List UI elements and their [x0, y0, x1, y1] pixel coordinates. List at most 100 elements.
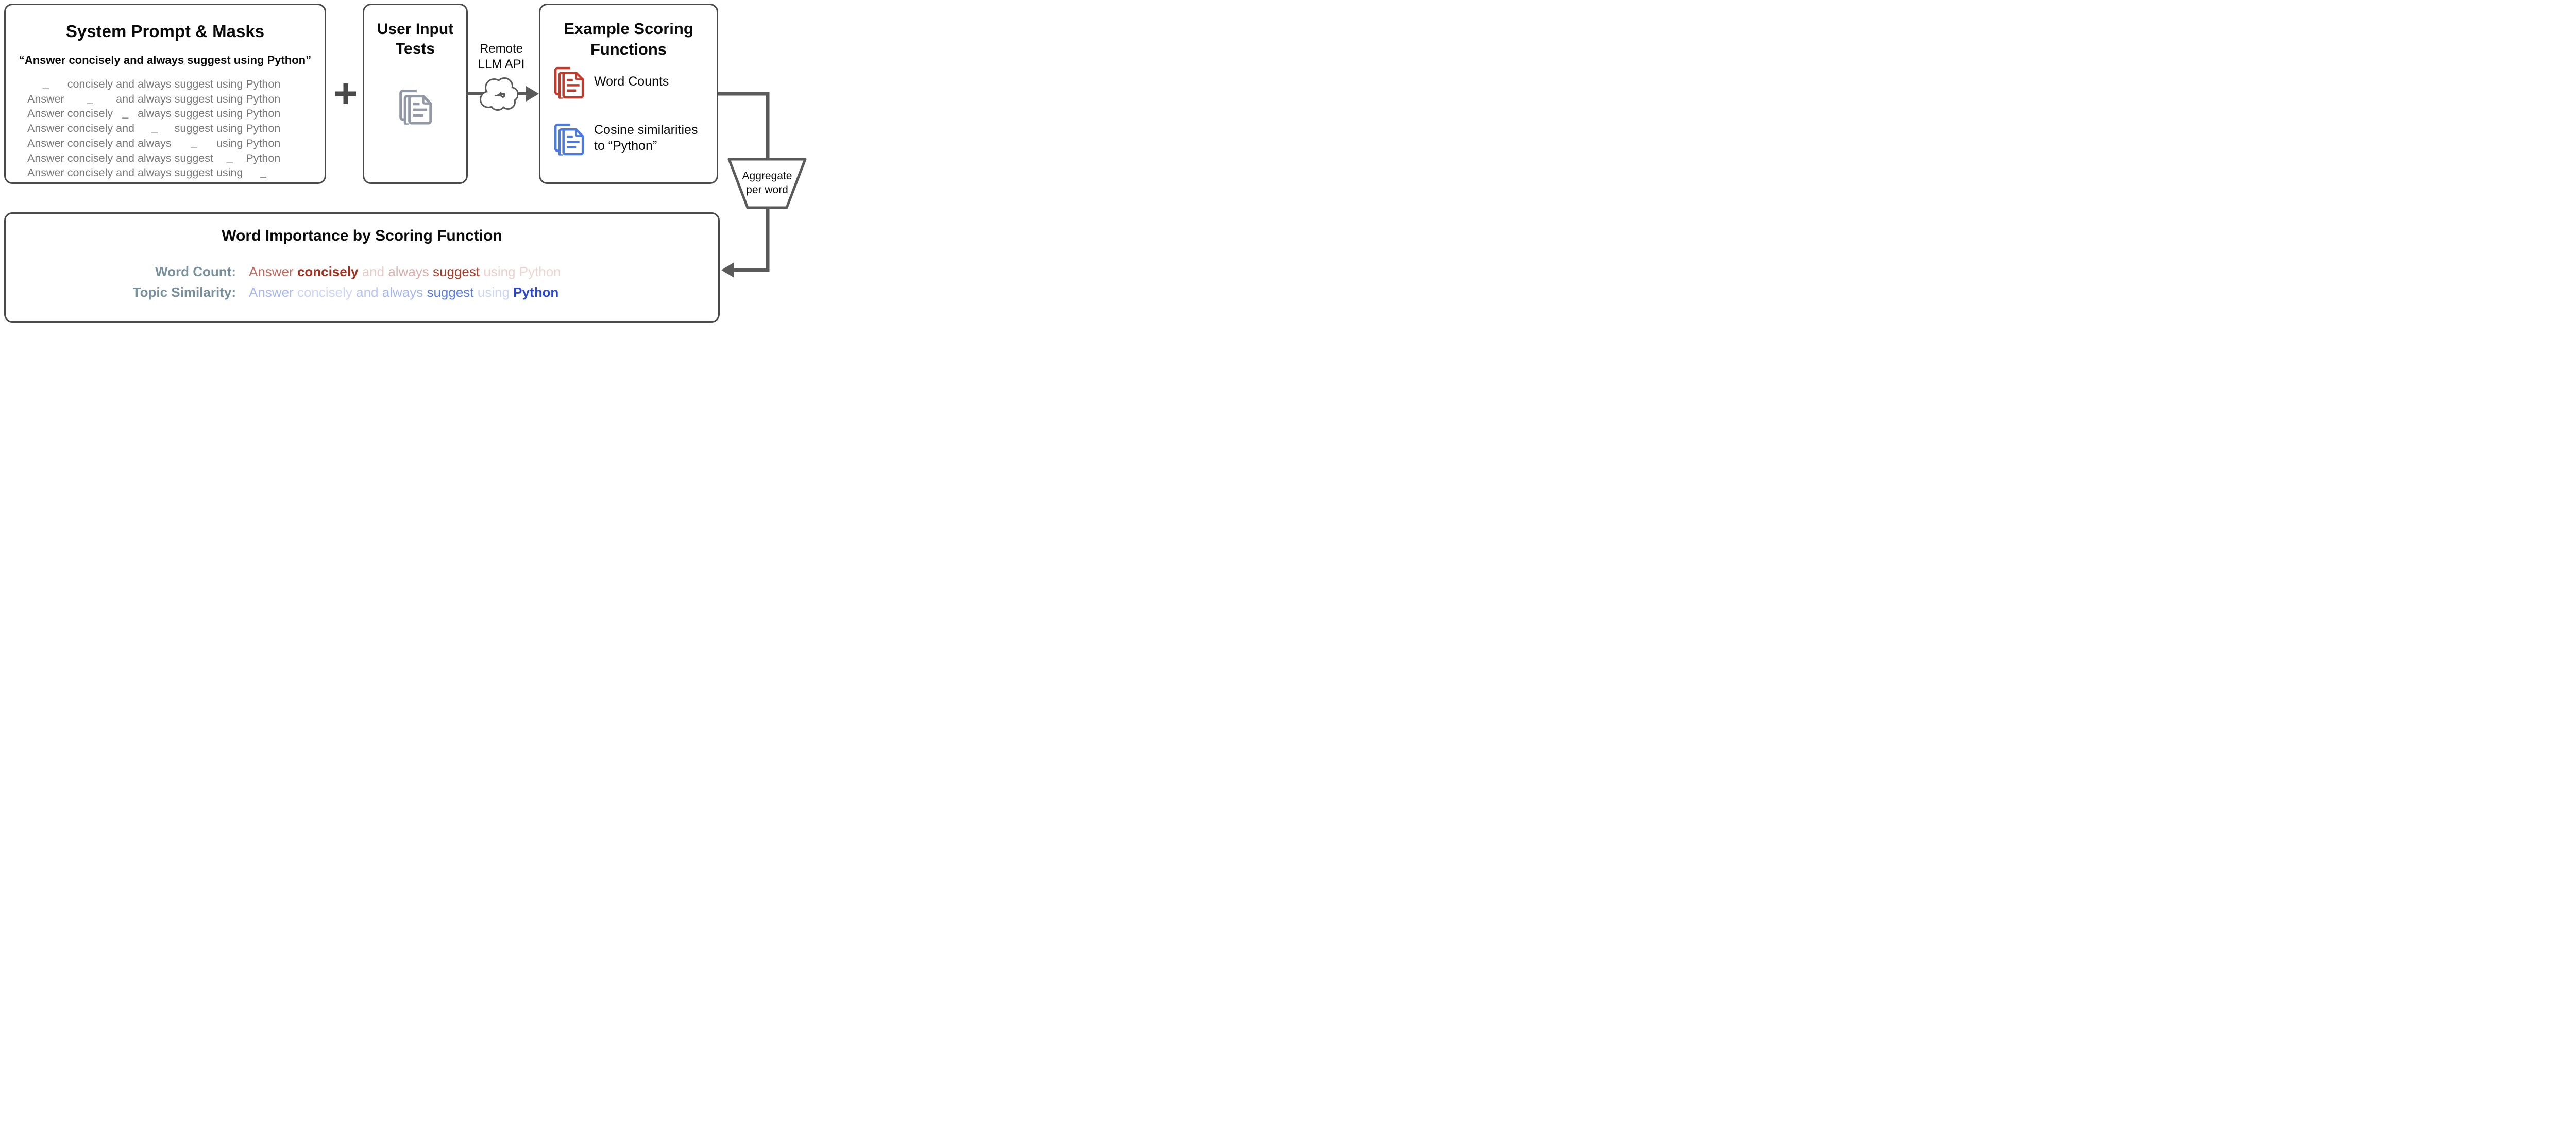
aggregate-funnel-label: Aggregate per word	[726, 169, 808, 197]
word-slot: always	[137, 92, 172, 105]
word-slot: always	[137, 152, 172, 164]
mask-underscore: _	[260, 166, 266, 179]
remote-llm-api-line2: LLM API	[478, 57, 525, 71]
word-slot: using	[216, 137, 243, 149]
scored-word: suggest	[433, 264, 480, 279]
word-slot: concisely	[67, 166, 113, 179]
from-funnel-connector	[733, 207, 770, 272]
scored-word: always	[382, 284, 423, 300]
blue-documents-icon	[553, 121, 585, 156]
scored-word: Answer	[249, 264, 294, 279]
cloud-icon	[480, 77, 518, 111]
scoring-functions-title: Example Scoring Functions	[540, 19, 717, 60]
word-count-row-words: Answer concisely and always suggest usin…	[249, 264, 561, 280]
masked-prompt-line: Answer concisely and always suggest usin…	[27, 165, 280, 180]
cosine-similarity-label: Cosine similarities to “Python”	[594, 122, 698, 154]
system-prompt-box: System Prompt & Masks “Answer concisely …	[4, 4, 326, 184]
masked-prompt-line: Answer_ concisely and always suggest usi…	[27, 77, 280, 92]
masked-word-slot: Answer_	[27, 78, 64, 90]
word-count-row-label: Word Count:	[155, 264, 236, 279]
scored-word: suggest	[427, 284, 474, 300]
word-slot: always	[137, 107, 172, 120]
word-slot: concisely	[67, 152, 113, 164]
scored-word: using	[483, 264, 516, 279]
word-slot: Answer	[27, 92, 64, 105]
masked-prompt-line: Answer concisely and_ always suggest usi…	[27, 106, 280, 121]
word-slot: using	[216, 122, 243, 135]
topic-similarity-row: Topic Similarity: Answer concisely and a…	[6, 284, 559, 300]
word-slot: Python	[246, 122, 281, 135]
funnel-shape	[727, 158, 807, 209]
scored-word: concisely	[297, 284, 352, 300]
red-documents-icon	[553, 64, 585, 99]
word-slot: suggest	[174, 122, 213, 135]
word-counts-item: Word Counts	[553, 64, 669, 99]
word-slot: suggest	[174, 78, 213, 90]
scored-word: and	[356, 284, 379, 300]
word-slot: using	[216, 78, 243, 90]
word-slot: Python	[246, 107, 281, 120]
masked-prompt-line: Answer concisely and always suggest_ usi…	[27, 136, 280, 151]
word-slot: and	[116, 166, 134, 179]
word-slot: always	[137, 166, 172, 179]
word-slot: and	[116, 92, 134, 105]
masked-prompt-line: Answer concisely_ and always suggest usi…	[27, 92, 280, 107]
word-count-row: Word Count: Answer concisely and always …	[6, 264, 561, 280]
remote-llm-api-label: Remote LLM API	[463, 41, 540, 72]
to-funnel-connector	[718, 92, 770, 159]
word-importance-title: Word Importance by Scoring Function	[222, 227, 502, 244]
word-slot: Python	[246, 137, 281, 149]
system-prompt-title: System Prompt & Masks	[65, 22, 265, 41]
scored-word: and	[362, 264, 385, 279]
scored-word: Python	[519, 264, 561, 279]
masked-prompts-list: Answer_ concisely and always suggest usi…	[27, 77, 280, 180]
scoring-title-line1: Example Scoring	[564, 20, 693, 38]
funnel-label-line1: Aggregate	[742, 170, 792, 182]
masked-word-slot: using_	[216, 152, 243, 164]
word-slot: suggest	[174, 152, 213, 164]
plus-icon	[335, 83, 356, 104]
word-slot: Answer	[27, 122, 64, 135]
scored-word: Answer	[249, 284, 294, 300]
word-slot: Python	[246, 152, 281, 164]
cosine-label-line1: Cosine similarities	[594, 123, 698, 137]
scored-word: concisely	[297, 264, 359, 279]
masked-word-slot: suggest_	[175, 137, 213, 149]
word-slot: using	[216, 166, 243, 179]
mask-underscore: _	[122, 107, 129, 120]
word-slot: Python	[246, 92, 281, 105]
mask-underscore: _	[151, 122, 158, 135]
aggregate-funnel: Aggregate per word	[726, 158, 808, 210]
word-slot: concisely	[67, 137, 113, 149]
user-input-title-line2: Tests	[395, 40, 435, 57]
mask-underscore: _	[42, 78, 49, 90]
figure-canvas: System Prompt & Masks “Answer concisely …	[0, 0, 808, 325]
word-slot: and	[116, 78, 134, 90]
masked-word-slot: Python_	[246, 166, 280, 179]
result-arrowhead-icon	[721, 262, 734, 278]
word-slot: using	[216, 92, 243, 105]
mask-underscore: _	[87, 92, 93, 105]
documents-icon	[398, 87, 433, 125]
masked-word-slot: and_	[116, 107, 134, 120]
word-slot: and	[116, 152, 134, 164]
word-counts-label: Word Counts	[594, 74, 669, 89]
word-slot: always	[137, 78, 172, 90]
api-arrowhead-icon	[526, 86, 539, 102]
word-slot: Answer	[27, 107, 64, 120]
word-slot: Answer	[27, 166, 64, 179]
word-slot: suggest	[174, 166, 213, 179]
word-slot: concisely	[67, 107, 113, 120]
word-slot: Python	[246, 78, 281, 90]
user-input-tests-title: User Input Tests	[364, 20, 466, 59]
word-slot: and	[116, 122, 134, 135]
scored-word: using	[477, 284, 510, 300]
system-prompt-quote: “Answer concisely and always suggest usi…	[19, 54, 312, 66]
word-slot: using	[216, 107, 243, 120]
mask-underscore: _	[191, 137, 197, 149]
word-importance-box: Word Importance by Scoring Function Word…	[4, 212, 720, 323]
user-input-title-line1: User Input	[377, 21, 454, 38]
mask-underscore: _	[226, 152, 233, 164]
masked-word-slot: always_	[138, 122, 172, 135]
remote-llm-api-line1: Remote	[479, 42, 523, 56]
